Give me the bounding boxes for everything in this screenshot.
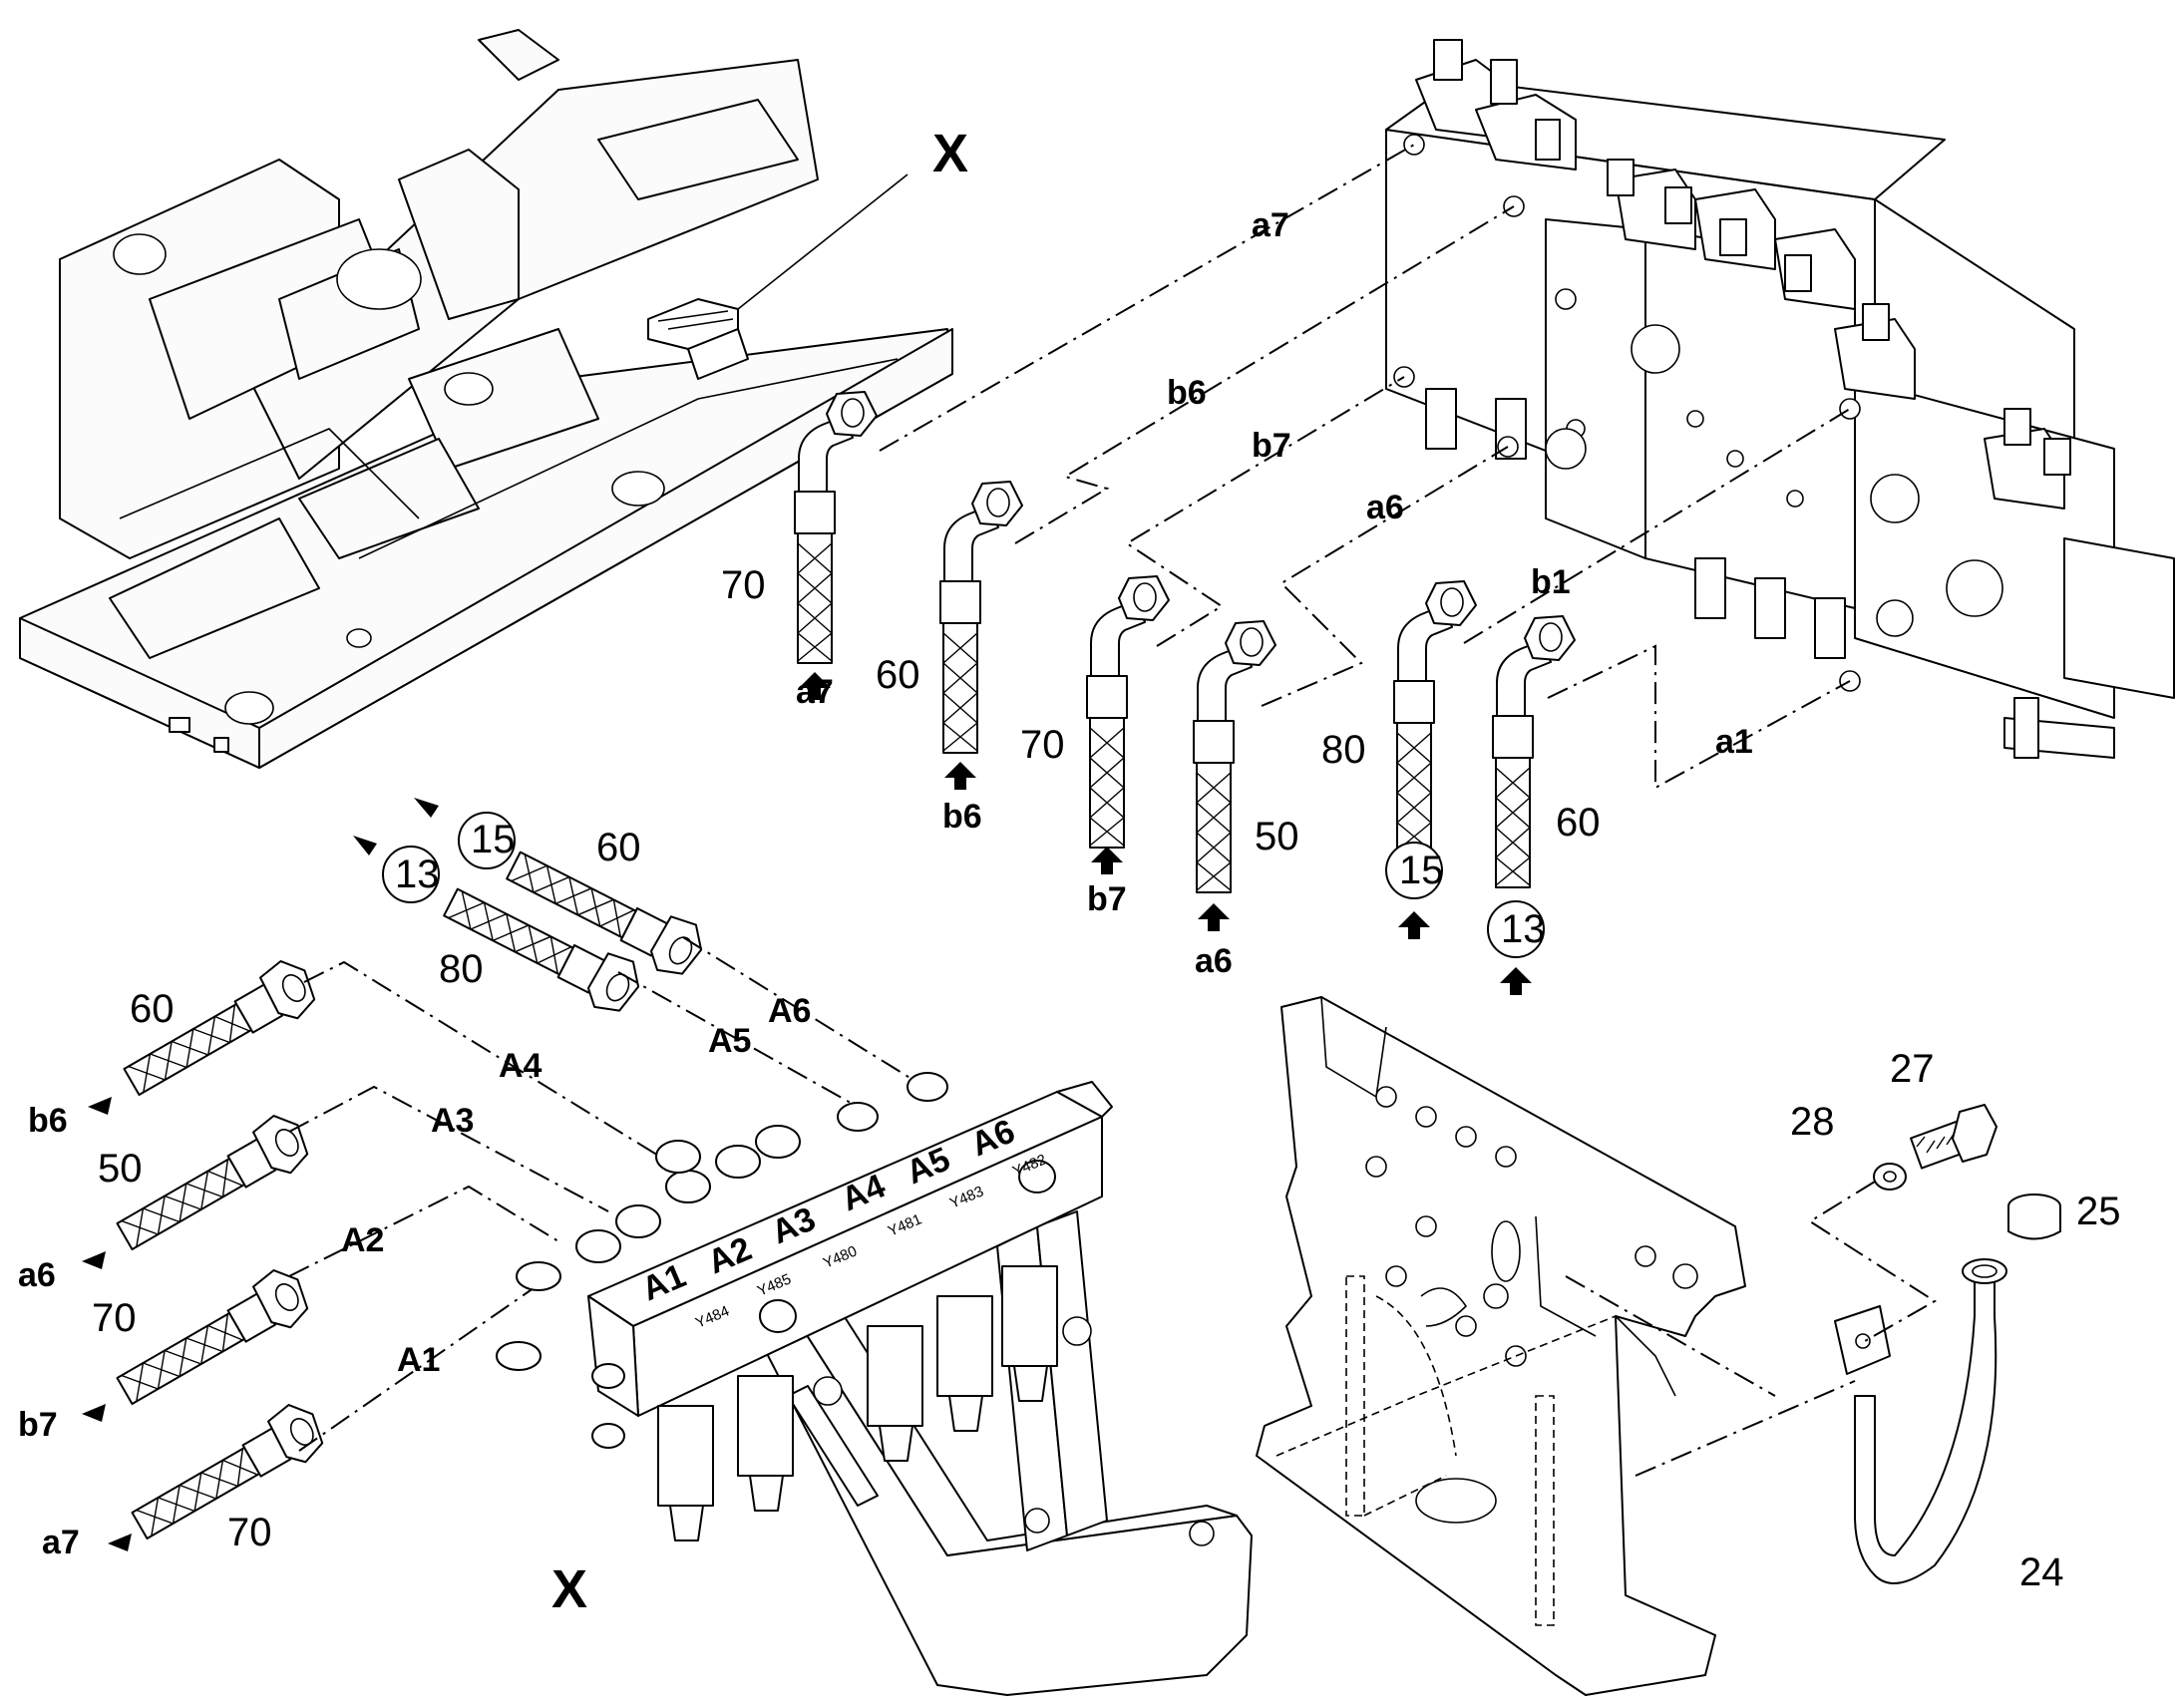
label-a1: a1 [1715, 723, 1753, 761]
hose-1-a7 [794, 391, 878, 700]
length-left-1: 60 [130, 987, 175, 1031]
length-hose-3: 70 [1020, 723, 1065, 767]
length-hose-4: 50 [1255, 815, 1299, 858]
ref-13-hose: 13 [1501, 907, 1546, 951]
lower-leaders [288, 936, 933, 1452]
label-A3: A3 [431, 1102, 474, 1140]
upper-leaders [879, 144, 1851, 790]
port-a7 [1403, 134, 1425, 156]
label-A6: A6 [768, 992, 811, 1030]
label-A4: A4 [499, 1047, 543, 1085]
detail-label: X [551, 1559, 587, 1619]
hose-3-b7 [1086, 575, 1170, 874]
label-b7-left: b7 [18, 1406, 58, 1444]
hose-12-a7 [108, 1396, 333, 1551]
length-hose-1: 70 [721, 563, 766, 607]
part-number-27: 27 [1890, 1047, 1935, 1091]
manifold-fittings [496, 1072, 1056, 1449]
part-25-cap [2007, 1194, 2061, 1240]
control-block-location [647, 298, 749, 380]
length-hose-5: 80 [1321, 728, 1366, 772]
label-b6-hose: b6 [942, 798, 982, 836]
length-hose-6: 60 [1556, 801, 1601, 845]
label-b6-left: b6 [28, 1102, 68, 1140]
label-a6-left: a6 [18, 1256, 56, 1294]
port-b1 [1839, 398, 1861, 420]
label-A1: A1 [397, 1341, 440, 1379]
label-A5: A5 [708, 1022, 751, 1060]
hose-8-13 [353, 836, 649, 1022]
length-left-3: 70 [92, 1296, 137, 1340]
label-b7-hose: b7 [1087, 880, 1127, 918]
ref-15-mid: 15 [471, 818, 516, 861]
label-a6-top: a6 [1366, 489, 1404, 526]
length-left-2: 50 [98, 1147, 143, 1191]
hose-7-15 [414, 798, 712, 985]
hose-9-b6 [88, 952, 325, 1115]
label-b7-top: b7 [1252, 427, 1291, 465]
mounting-plate [1256, 996, 1746, 1696]
length-hose-7: 60 [596, 826, 641, 869]
hose-5-15 [1385, 580, 1477, 939]
label-a7-left: a7 [42, 1524, 80, 1561]
part-number-24: 24 [2019, 1550, 2064, 1594]
lower-right-leaders [1565, 1181, 1937, 1477]
part-number-25: 25 [2076, 1190, 2121, 1233]
solenoid-manifold [496, 1072, 1253, 1696]
label-A2: A2 [341, 1221, 384, 1259]
part-24-pipe [1834, 1258, 2007, 1584]
part-27-bolt [1910, 1104, 1998, 1170]
part-28-washer [1873, 1163, 1907, 1191]
ref-13-mid: 13 [395, 853, 440, 896]
hose-4-a6 [1193, 620, 1276, 931]
label-a6-hose: a6 [1195, 942, 1233, 980]
hose-10-a6 [82, 1107, 318, 1269]
upper-frame [19, 29, 953, 769]
hose-6-13 [1487, 615, 1576, 995]
label-a7-hose: a7 [796, 673, 834, 711]
length-hose-8: 80 [439, 947, 484, 991]
label-b1: b1 [1531, 563, 1571, 601]
part-number-28: 28 [1790, 1100, 1835, 1144]
label-b6-top: b6 [1167, 374, 1207, 412]
length-left-4: 70 [227, 1511, 272, 1554]
detail-callout: X [932, 124, 968, 183]
hose-2-b6 [939, 481, 1023, 790]
hose-11-b7 [82, 1261, 318, 1422]
main-control-valve [1385, 39, 2175, 759]
length-hose-2: 60 [876, 653, 920, 697]
ref-15-hose: 15 [1399, 849, 1444, 892]
label-a7-top: a7 [1252, 206, 1289, 244]
